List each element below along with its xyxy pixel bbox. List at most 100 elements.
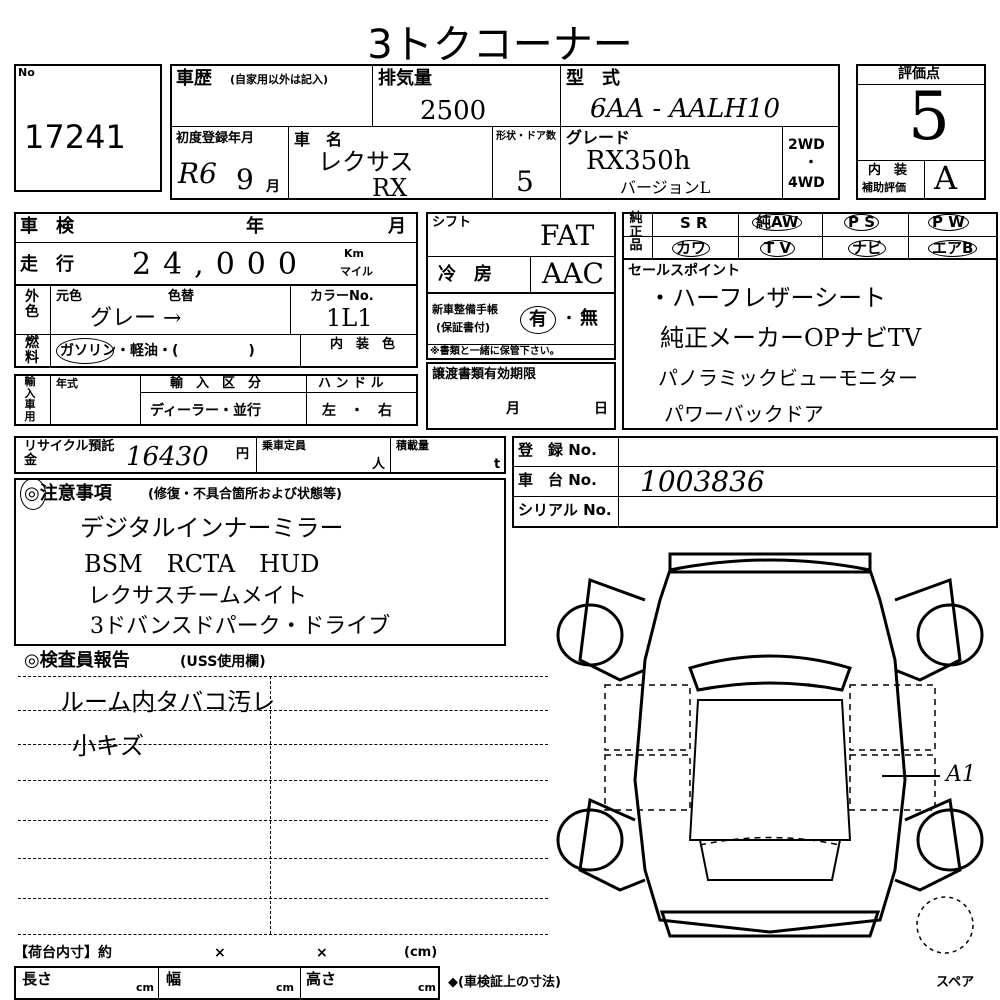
exterior-color-value: グレー → [90, 306, 182, 331]
drive-4wd: 4WD [788, 175, 825, 191]
maintenance-book-note: ※書類と一緒に保管下さい。 [430, 346, 560, 357]
cargo-times-2: × [316, 945, 328, 961]
sheet-title: 3トクコーナー [367, 22, 633, 68]
displacement-label: 排気量 [378, 68, 432, 89]
notes-sublabel: (修復・不具合箇所および状態等) [148, 487, 342, 502]
notes-box [14, 478, 506, 646]
repaint-color-label: 色替 [168, 289, 195, 304]
sales-point-4: パワーバックドア [664, 402, 824, 426]
fuel-selection-circle [56, 338, 114, 364]
color-fuel-box [14, 286, 418, 368]
cargo-height-unit: cm [418, 981, 436, 994]
load-label: 積載量 [396, 439, 429, 452]
equip-pw: P W [928, 214, 969, 231]
notes-circle [20, 478, 46, 510]
cargo-cert-note: ◆(車検証上の寸法) [448, 975, 561, 990]
car-name-line2: RX [372, 174, 408, 202]
score-value: 5 [908, 78, 950, 155]
sales-point-3: パノラミックビューモニター [658, 366, 918, 390]
first-registration-era: R6 [178, 157, 217, 190]
sales-point-2: 純正メーカーOPナビTV [660, 324, 922, 352]
vehicle-header-box [170, 64, 840, 200]
registration-box [512, 436, 998, 528]
import-label: 輸入車用 [24, 375, 36, 423]
cargo-label: 【荷台内寸】約 [14, 945, 112, 961]
inspection-label: 車 検 [20, 216, 74, 237]
capacity-label: 乗車定員 [262, 439, 306, 452]
drive-dot: ・ [804, 155, 818, 171]
genuine-label: 純正品 [629, 211, 643, 254]
import-year-label: 年式 [56, 377, 78, 390]
original-color-label: 元色 [56, 289, 83, 304]
history-note: (自家用以外は記入) [230, 73, 329, 86]
first-registration-month-unit: 月 [266, 179, 280, 195]
car-damage-diagram [556, 552, 984, 954]
grade-line2: バージョンL [620, 178, 711, 197]
recycle-value: 16430 [126, 442, 209, 472]
fuel-label: 燃料 [25, 335, 39, 366]
equip-tv: T V [760, 240, 796, 257]
interior-score-sublabel: 補助評価 [862, 181, 906, 194]
lot-number-box [14, 64, 162, 192]
maintenance-book-label: 新車整備手帳 [432, 303, 498, 316]
maintenance-book-dot: ・ [562, 311, 576, 327]
transfer-docs-day: 日 [594, 401, 608, 417]
cargo-dimension-box [14, 966, 440, 1000]
mileage-unit-mile: マイル [340, 265, 373, 278]
serial-no-label: シリアル No. [518, 501, 612, 519]
inspection-mileage-box [14, 212, 418, 286]
cargo-height-label: 高さ [306, 970, 337, 988]
handle-value: 左 ・ 右 [322, 403, 392, 419]
chassis-no-value: 1003836 [640, 465, 765, 498]
score-box [856, 64, 986, 200]
handle-label: ハ ン ド ル [318, 376, 384, 391]
registration-no-label: 登 録 No. [518, 441, 597, 459]
cargo-length-label: 長さ [22, 970, 53, 988]
inspector-label: ◎検査員報告 [24, 650, 130, 671]
cargo-times-1: × [214, 945, 226, 961]
doors-label: 形状・ドア数 [496, 131, 556, 142]
spare-label: スペア [936, 975, 975, 990]
aircon-value: AAC [542, 257, 604, 290]
first-registration-label: 初度登録年月 [176, 131, 255, 146]
history-label: 車歴 [176, 68, 212, 89]
mileage-unit-km: Km [344, 247, 364, 260]
grade-line1: RX350h [586, 146, 691, 176]
transfer-docs-month: 月 [506, 401, 520, 417]
interior-score-label: 内 装 [868, 163, 908, 178]
note-line-2: BSM RCTA HUD [84, 550, 320, 578]
car-name-label: 車 名 [294, 130, 343, 149]
score-label: 評価点 [898, 66, 940, 82]
equip-airbag: エアB [928, 240, 978, 257]
import-class-label: 輸 入 区 分 [170, 376, 262, 391]
equip-ps: P S [844, 214, 880, 231]
recycle-box [14, 436, 506, 474]
recycle-unit: 円 [236, 447, 250, 462]
notes-label: ◎注意事項 [24, 483, 112, 504]
color-number-label: カラーNo. [310, 289, 374, 304]
sales-points-label: セールスポイント [628, 263, 740, 279]
lot-number: 17241 [24, 118, 126, 156]
inspection-month: 月 [388, 216, 406, 237]
cargo-width-unit: cm [276, 981, 294, 994]
maintenance-book-box [426, 294, 616, 360]
inspector-sublabel: (USS使用欄) [180, 654, 266, 670]
first-registration-month: 9 [236, 163, 254, 196]
model-value: 6AA - AALH10 [590, 94, 780, 124]
equip-leather: カワ [672, 240, 711, 257]
exterior-color-label: 外色 [25, 289, 39, 320]
transfer-docs-box [426, 362, 616, 430]
capacity-unit: 人 [372, 457, 386, 472]
car-name-line1: レクサス [318, 148, 414, 176]
inspection-year: 年 [246, 216, 264, 237]
interior-score-value: A [934, 159, 958, 197]
recycle-label: リサイクル預託金 [24, 439, 115, 469]
doors-value: 5 [516, 165, 534, 198]
import-class-value: ディーラー・並行 [150, 403, 262, 419]
equip-navi: ナビ [848, 240, 887, 257]
equip-aw: 純AW [752, 214, 803, 231]
shift-value: FAT [540, 219, 595, 252]
interior-color-label: 内 装 色 [330, 337, 396, 352]
maintenance-book-no: 無 [580, 308, 598, 329]
note-line-3: レクサスチームメイト [88, 584, 307, 609]
